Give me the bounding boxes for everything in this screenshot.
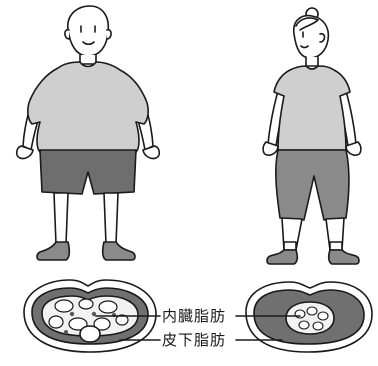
man-shirt — [27, 61, 149, 153]
man-mouth — [82, 41, 95, 46]
man-figure — [15, 5, 161, 261]
organ-blob — [48, 315, 64, 329]
woman-sock-right — [329, 241, 343, 251]
organ-blob — [98, 300, 118, 314]
organ-blob — [298, 320, 310, 330]
man-neck — [79, 54, 97, 65]
fat-dot — [64, 330, 68, 334]
man-ear-left — [64, 28, 70, 40]
organ-blob — [306, 306, 318, 316]
organ-blob — [54, 299, 74, 313]
man-leg-right — [103, 192, 119, 245]
organ-blob — [317, 311, 329, 321]
woman-mouth — [300, 45, 309, 49]
man-shorts — [39, 149, 137, 195]
section-left-organs — [48, 298, 129, 331]
subcutaneous-fat-label: 皮下脂肪 — [161, 331, 228, 349]
woman-shoe-right — [327, 249, 360, 265]
man-shoe-left — [36, 241, 71, 261]
section-left-spine — [79, 325, 101, 343]
organ-blob — [115, 314, 129, 326]
woman-sock-left — [283, 241, 297, 251]
visceral-fat-label: 内臓脂肪 — [161, 307, 228, 325]
woman-hair — [295, 17, 319, 31]
man-head — [67, 5, 110, 57]
organ-blob — [93, 317, 111, 331]
organ-blob — [78, 298, 94, 310]
woman-figure — [262, 7, 362, 265]
man-shoe-right — [101, 241, 136, 261]
organ-blob — [68, 317, 88, 331]
woman-shoe-left — [266, 249, 299, 265]
section-right-organs — [294, 306, 329, 331]
abdomen-cross-section-subcutaneous — [245, 281, 373, 353]
woman-leggings — [275, 149, 350, 221]
fat-dot — [91, 311, 97, 317]
man-hand-right — [142, 145, 161, 160]
man-ear-right — [106, 28, 112, 40]
man-leg-left — [53, 192, 69, 245]
man-hand-left — [15, 145, 34, 160]
woman-shirt — [273, 65, 351, 151]
woman-ear — [319, 32, 326, 43]
woman-neck — [305, 56, 319, 67]
abdomen-cross-section-visceral — [23, 279, 157, 353]
fat-dot — [69, 311, 75, 317]
organ-blob — [312, 321, 324, 331]
